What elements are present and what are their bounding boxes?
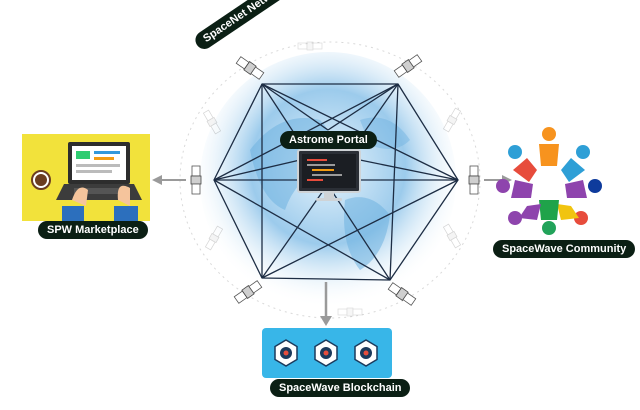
- satellite-icon: [190, 165, 202, 195]
- blockchain-node-icon: [314, 339, 338, 367]
- faded-satellite-icon: [297, 41, 323, 51]
- satellite-icon: [235, 56, 265, 80]
- marketplace-illustration: [22, 134, 150, 221]
- arrow-to-blockchain: [320, 282, 332, 326]
- faded-satellite-icon: [202, 109, 222, 135]
- community-illustration: [496, 127, 602, 235]
- spw-marketplace-label: SPW Marketplace: [38, 221, 148, 239]
- blockchain-node-icon: [274, 339, 298, 367]
- arrow-to-marketplace: [152, 175, 186, 185]
- blockchain-node-icon: [354, 339, 378, 367]
- spacewave-community-label: SpaceWave Community: [493, 240, 636, 258]
- satellite-ring: [179, 41, 481, 319]
- faded-satellite-icon: [204, 225, 224, 251]
- faded-satellite-icon: [442, 223, 462, 249]
- satellite-icon: [393, 54, 423, 78]
- satellite-icon: [233, 280, 263, 304]
- faded-satellite-icon: [337, 307, 363, 317]
- satellite-icon: [387, 282, 417, 306]
- spacewave-blockchain-label: SpaceWave Blockchain: [270, 379, 411, 397]
- satellite-icon: [468, 165, 480, 195]
- astrome-portal-label: Astrome Portal: [280, 131, 377, 149]
- blockchain-panel: [262, 328, 392, 378]
- faded-satellite-icon: [442, 107, 462, 133]
- monitor-icon: [297, 149, 361, 201]
